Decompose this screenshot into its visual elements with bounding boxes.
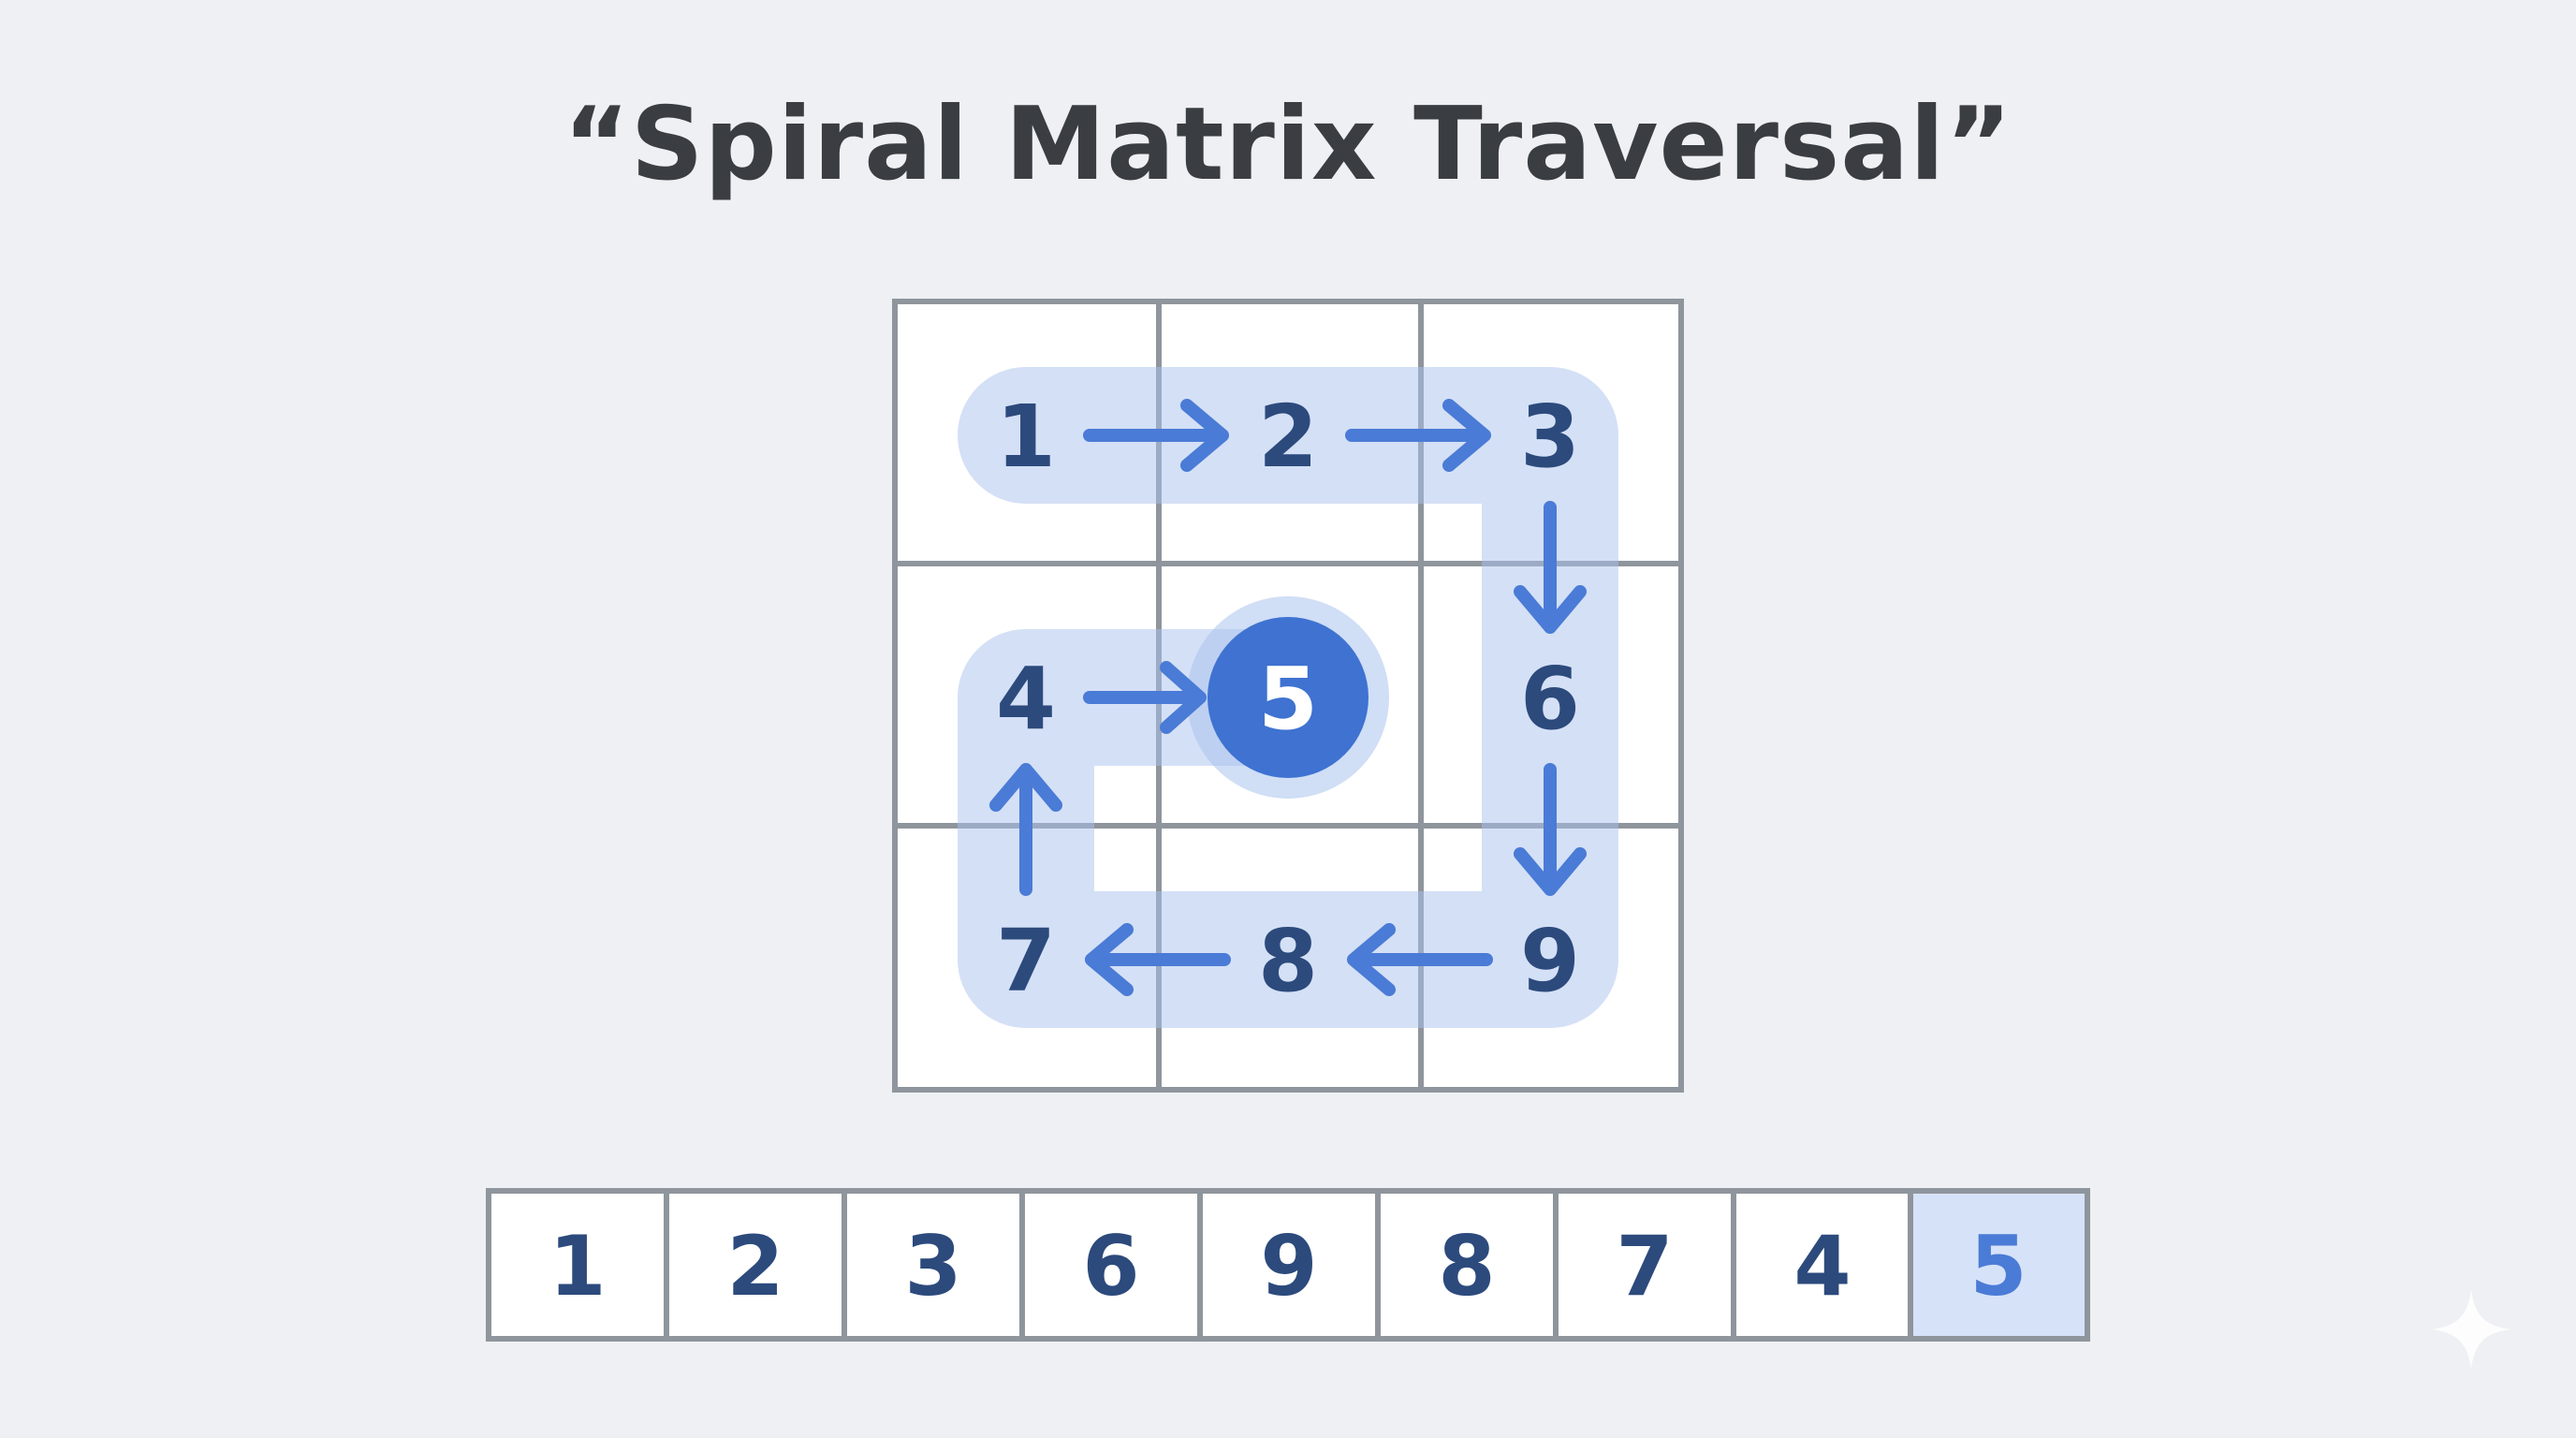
traversal-arrows <box>989 399 1587 996</box>
output-cell-highlight <box>1910 1194 2085 1336</box>
output-cell: 9 <box>1260 1218 1317 1314</box>
matrix-cell: 7 <box>996 911 1056 1011</box>
output-array: 1 2 3 6 9 8 7 4 5 <box>486 1188 2090 1342</box>
output-cell-last: 5 <box>1969 1218 2027 1314</box>
output-cell: 2 <box>726 1218 783 1314</box>
matrix-cell: 2 <box>1258 387 1318 487</box>
center-cell-marker <box>1208 617 1368 778</box>
matrix-cell: 8 <box>1258 911 1318 1011</box>
output-cell: 6 <box>1082 1218 1139 1314</box>
arrow-left-icon <box>1085 923 1231 996</box>
arrow-up-icon <box>989 763 1062 896</box>
arrow-right-icon <box>1345 399 1491 472</box>
arrow-right-icon <box>1083 661 1207 734</box>
arrow-right-icon <box>1083 399 1229 472</box>
arrow-left-icon <box>1347 923 1493 996</box>
matrix-cell: 3 <box>1520 387 1580 487</box>
arrow-down-icon <box>1514 501 1587 634</box>
matrix-cell-center: 5 <box>1258 649 1318 749</box>
matrix-cell: 6 <box>1520 649 1580 749</box>
output-cell: 7 <box>1616 1218 1673 1314</box>
output-cell: 4 <box>1793 1218 1851 1314</box>
matrix-values: 1 2 3 4 5 6 7 8 9 <box>996 387 1580 1011</box>
output-cell: 8 <box>1438 1218 1495 1314</box>
sparkle-icon <box>2431 1289 2511 1370</box>
output-frame <box>486 1188 2090 1342</box>
arrow-down-icon <box>1514 763 1587 896</box>
matrix-cell: 9 <box>1520 911 1580 1011</box>
output-cell: 1 <box>549 1218 606 1314</box>
output-cell: 3 <box>904 1218 961 1314</box>
page-title: “Spiral Matrix Traversal” <box>563 86 2013 203</box>
matrix-cell: 1 <box>996 387 1056 487</box>
matrix-cell: 4 <box>996 649 1056 749</box>
